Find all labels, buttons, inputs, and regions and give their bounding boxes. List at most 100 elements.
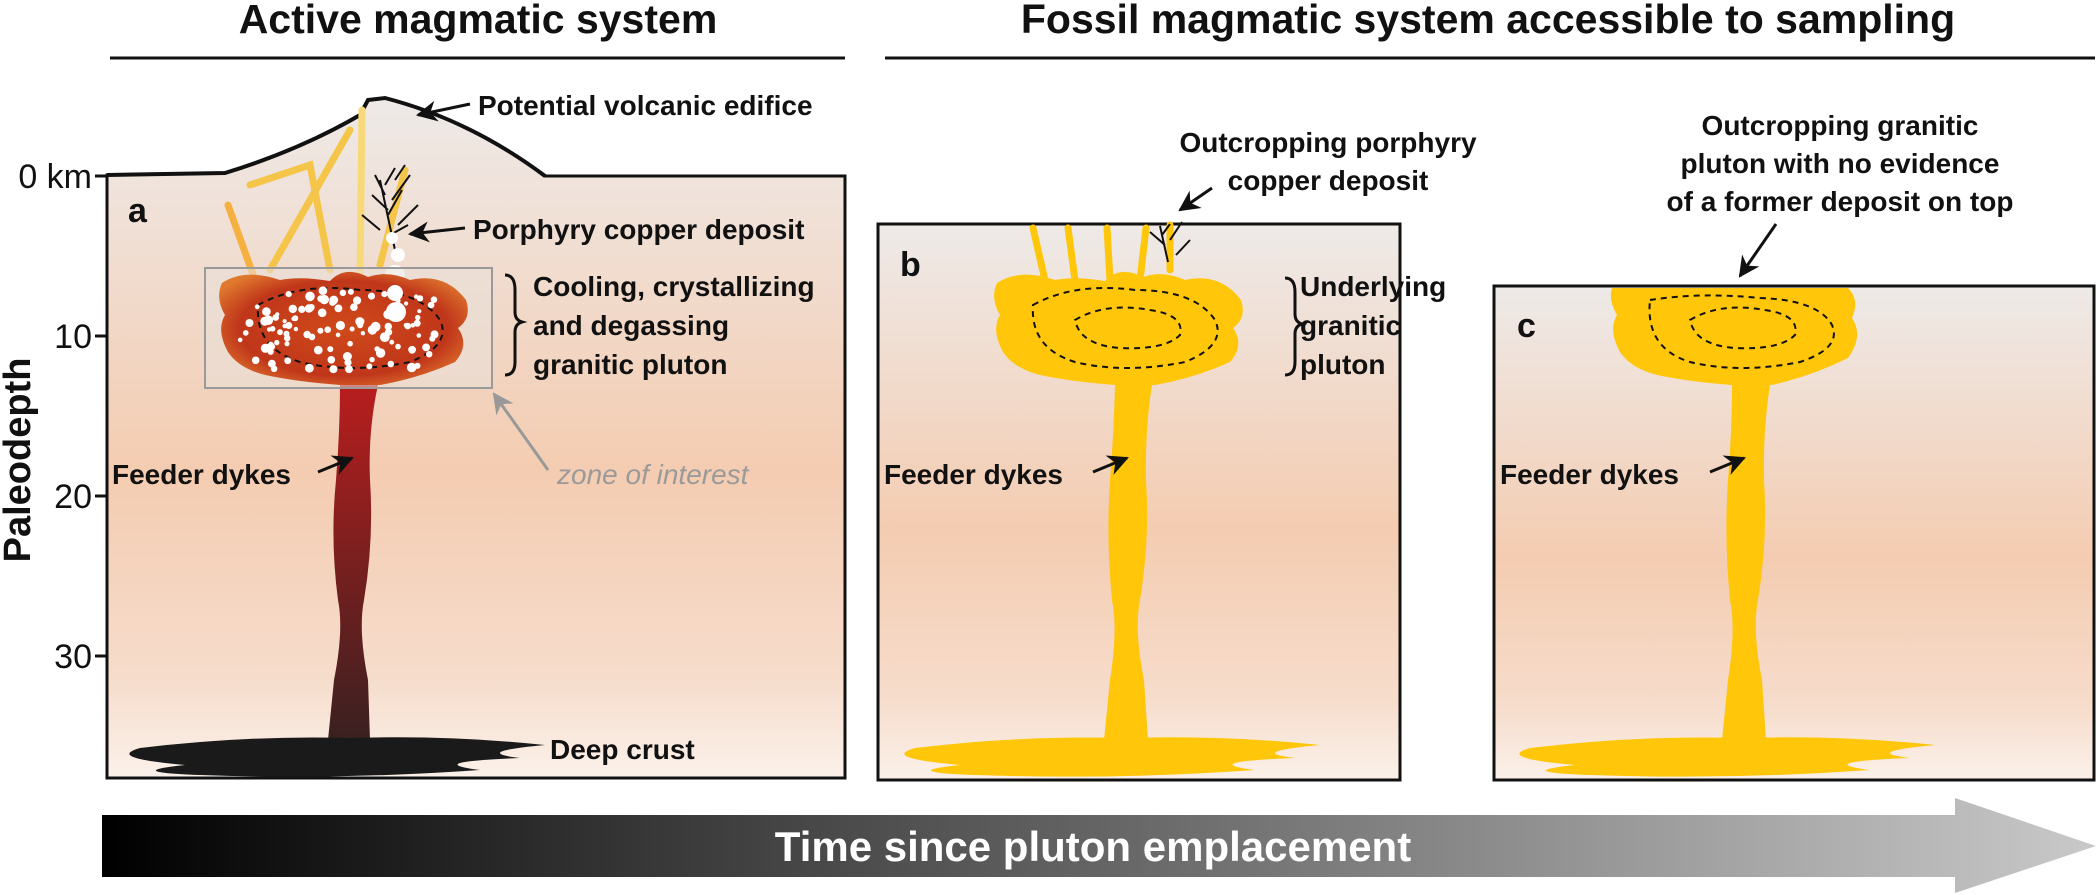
degassing-bubble [385, 328, 393, 336]
y-axis: Paleodepth 0 km 10 20 30 [0, 158, 107, 676]
degassing-bubble [414, 362, 421, 369]
degassing-bubble [369, 356, 375, 363]
pluton-label-a-line2: and degassing [533, 310, 729, 341]
degassing-bubble [416, 295, 424, 302]
degassing-bubble [430, 296, 438, 304]
degassing-bubble [426, 351, 433, 358]
degassing-bubble [369, 327, 375, 332]
degassing-bubble [319, 294, 329, 305]
panel-c: c Outcropping granitic pluton with no ev… [1492, 110, 2096, 782]
porphyry-label-a: Porphyry copper deposit [473, 214, 804, 245]
panel-a-deep-crust [129, 737, 545, 777]
degassing-bubble [243, 330, 249, 336]
degassing-bubble [366, 363, 373, 370]
degassing-bubble [284, 335, 291, 342]
pluton-label-b-line3: pluton [1300, 349, 1386, 380]
degassing-bubble [368, 292, 375, 300]
panel-c-pluton-zoning-outer [1648, 294, 1835, 369]
degassing-bubble [260, 343, 270, 353]
degassing-bubble [342, 352, 352, 361]
time-arrow-label: Time since pluton emplacement [775, 823, 1411, 870]
degassing-bubble [269, 326, 276, 332]
panel-b-letter: b [900, 246, 921, 284]
degassing-bubble [403, 323, 409, 328]
degassing-bubble [384, 322, 392, 331]
degassing-bubble [268, 359, 276, 368]
header-active: Active magmatic system [239, 0, 718, 42]
header-fossil: Fossil magmatic system accessible to sam… [1021, 0, 1955, 42]
degassing-bubble [410, 323, 416, 328]
degassing-bubble [298, 305, 306, 313]
y-tick-10: 10 [54, 318, 92, 356]
zone-arrow [492, 392, 550, 471]
panel-a-bubbles [237, 286, 439, 374]
outcrop-arrow-c [1738, 223, 1778, 278]
panel-c-deep-crust [1519, 737, 1935, 777]
degassing-bubble [268, 341, 274, 347]
panel-a-degassing-bubble [387, 285, 403, 301]
panel-a-crust [105, 96, 847, 780]
degassing-bubble [285, 291, 292, 298]
degassing-bubble [429, 335, 436, 342]
volcanic-edifice-outline [106, 95, 547, 178]
degassing-bubble [317, 308, 327, 318]
degassing-bubble [293, 326, 299, 332]
degassing-bubble [375, 348, 386, 358]
degassing-bubble [284, 357, 292, 365]
degassing-bubble [387, 360, 395, 368]
degassing-bubble [334, 304, 343, 313]
panel-b-porphyry-stockwork [1149, 221, 1191, 263]
outcrop-label-b-line2: copper deposit [1228, 165, 1429, 196]
time-arrow: Time since pluton emplacement [102, 798, 2096, 893]
y-tick-20: 20 [54, 478, 92, 516]
feeder-label-a: Feeder dykes [112, 459, 291, 490]
degassing-bubble [317, 327, 324, 334]
panel-c-pluton [1610, 288, 1858, 385]
degassing-bubble [413, 319, 421, 327]
outcrop-arrow-b [1178, 186, 1213, 212]
panel-b-pluton [994, 271, 1243, 385]
panel-a-letter: a [128, 192, 148, 230]
degassing-bubble [360, 331, 366, 336]
degassing-bubble [272, 314, 280, 321]
outcrop-label-c-line2: pluton with no evidence [1681, 148, 2000, 179]
degassing-bubble [353, 296, 362, 305]
pluton-brace-a [504, 273, 528, 377]
outcrop-label-b-line1: Outcropping porphyry [1179, 127, 1477, 158]
pluton-label-b-line1: Underlying [1300, 271, 1446, 302]
degassing-bubble [427, 301, 435, 309]
degassing-bubble [263, 315, 274, 326]
zone-of-interest-label: zone of interest [556, 459, 750, 490]
degassing-bubble [345, 365, 353, 374]
degassing-bubble [284, 341, 290, 347]
panel-b-deep-crust [904, 737, 1320, 777]
degassing-bubble [329, 299, 336, 306]
degassing-bubble [335, 320, 345, 331]
pluton-brace-b [1284, 276, 1308, 377]
degassing-bubble [339, 289, 347, 296]
panel-c-pluton-zoning-inner [1688, 306, 1797, 350]
degassing-bubble [305, 291, 315, 302]
degassing-bubble [349, 326, 355, 332]
degassing-bubble [305, 363, 314, 373]
degassing-bubble [262, 307, 271, 316]
degassing-bubble [304, 304, 314, 313]
degassing-bubble [406, 362, 417, 373]
degassing-bubble [416, 333, 422, 338]
degassing-bubble [335, 332, 341, 338]
feeder-arrow-b [1092, 455, 1129, 475]
degassing-bubble [408, 345, 416, 354]
feeder-label-c: Feeder dykes [1500, 459, 1679, 490]
degassing-bubble [288, 304, 297, 314]
y-tick-0: 0 km [18, 158, 92, 196]
degassing-bubble [417, 309, 422, 314]
degassing-bubble [327, 346, 334, 353]
panel-b-veins [1029, 221, 1174, 284]
panel-a-porphyry-stockwork [361, 164, 419, 251]
pluton-label-a-line1: Cooling, crystallizing [533, 271, 815, 302]
panel-a: a Potential volcanic edifice Porphyry co… [105, 90, 847, 780]
degassing-bubble [389, 339, 395, 345]
edifice-label: Potential volcanic edifice [478, 90, 813, 121]
edifice-arrow [415, 100, 471, 122]
panel-a-degassing-bubble [386, 232, 398, 244]
